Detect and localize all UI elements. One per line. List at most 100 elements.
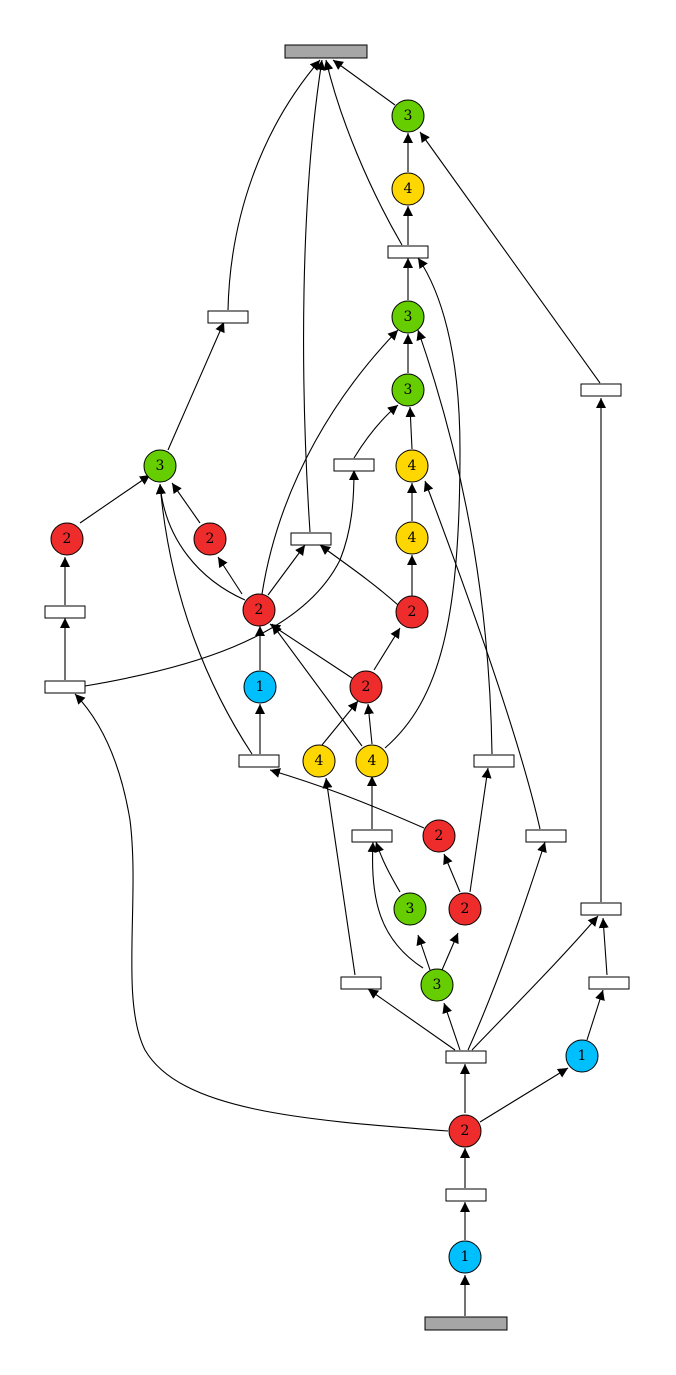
place-p15-label: 4 <box>368 753 377 769</box>
place-p5-circle <box>143 449 177 483</box>
transition-t8 <box>238 754 280 768</box>
place-p9-circle <box>395 521 429 555</box>
edge-p5-to-t1 <box>167 321 225 451</box>
place-p1: 3 <box>391 99 425 133</box>
edge-t13-to-p19 <box>442 1002 461 1051</box>
place-p1-circle <box>391 99 425 133</box>
place-p2-label: 4 <box>404 181 413 197</box>
edge-t8-to-p5 <box>155 483 253 755</box>
place-p20: 1 <box>565 1039 599 1073</box>
transition-t12 <box>340 976 382 990</box>
place-p19: 3 <box>420 968 454 1002</box>
place-p12-label: 1 <box>256 679 265 695</box>
edge-t13-to-t12 <box>367 988 456 1051</box>
place-p13-label: 2 <box>362 679 371 695</box>
place-p14: 4 <box>302 744 336 778</box>
edge-p10-to-t2 <box>267 544 306 596</box>
edge-t11-to-p6 <box>423 480 541 830</box>
edge-p19-to-p18 <box>441 932 459 971</box>
place-p16-circle <box>422 819 456 853</box>
edge-p15-to-p10 <box>271 623 363 747</box>
transition-t14 <box>588 976 630 990</box>
place-p11-circle <box>395 595 429 629</box>
place-p15: 4 <box>355 744 389 778</box>
place-p3: 3 <box>391 300 425 334</box>
edge-t9-to-p3 <box>416 329 493 755</box>
place-p18-circle <box>448 892 482 926</box>
place-p6-label: 4 <box>408 458 417 474</box>
edge-t14-to-t15 <box>598 917 609 976</box>
place-p17-circle <box>393 892 427 926</box>
place-p9-label: 4 <box>408 530 417 546</box>
place-p16-label: 2 <box>435 828 444 844</box>
place-p11-label: 2 <box>408 604 417 620</box>
place-p11: 2 <box>395 595 429 629</box>
edge-t1-to-top <box>227 59 321 311</box>
place-p21: 2 <box>448 1114 482 1148</box>
transition-t11 <box>525 829 567 843</box>
place-p20-label: 1 <box>578 1048 587 1064</box>
transition-t13 <box>445 1050 487 1064</box>
edge-p14-to-p13 <box>321 700 359 746</box>
place-p22: 1 <box>448 1240 482 1274</box>
edge-p8-to-p5 <box>171 482 201 524</box>
place-p8-label: 2 <box>206 531 215 547</box>
bottom-terminal <box>424 1316 508 1331</box>
place-p10-label: 2 <box>255 602 264 618</box>
edge-p21-to-p20 <box>479 1067 569 1123</box>
edge-p10-to-p3 <box>261 329 399 595</box>
place-p10: 2 <box>242 593 276 627</box>
edge-p11-to-t2 <box>319 544 399 606</box>
place-p13: 2 <box>349 670 383 704</box>
place-p2-circle <box>391 172 425 206</box>
place-p16: 2 <box>422 819 456 853</box>
edge-p13-to-p10 <box>269 623 353 679</box>
place-p7: 2 <box>50 522 84 556</box>
edge-p20-to-t14 <box>586 989 605 1041</box>
edge-p16-to-t8 <box>269 768 425 829</box>
transition-t15 <box>580 902 622 916</box>
edge-t7-to-p1 <box>419 131 601 384</box>
place-p12: 1 <box>243 670 277 704</box>
edge-p10-to-p8 <box>217 556 243 595</box>
transition-t6 <box>44 680 86 694</box>
place-p1-label: 3 <box>404 108 413 124</box>
edges <box>60 59 609 1316</box>
transition-t5 <box>44 605 86 619</box>
edge-p15-to-p13 <box>364 703 374 745</box>
place-p17-label: 3 <box>406 901 415 917</box>
place-p22-circle <box>448 1240 482 1274</box>
transition-t2 <box>290 532 332 546</box>
place-p4: 3 <box>391 373 425 407</box>
transitions <box>44 245 630 1202</box>
place-p4-circle <box>391 373 425 407</box>
place-p14-circle <box>302 744 336 778</box>
edge-p18-to-t9 <box>469 767 492 893</box>
place-p12-circle <box>243 670 277 704</box>
place-p3-circle <box>391 300 425 334</box>
transition-t16 <box>445 1188 487 1202</box>
edge-p18-to-p16 <box>443 853 461 893</box>
place-p18-label: 2 <box>461 901 470 917</box>
place-p21-label: 2 <box>461 1123 470 1139</box>
edge-p7-to-p5 <box>79 474 151 524</box>
place-p8: 2 <box>193 522 227 556</box>
edge-t13-to-t11 <box>467 841 547 1051</box>
place-p4-label: 3 <box>404 382 413 398</box>
transition-t1 <box>207 310 249 324</box>
place-p6: 4 <box>395 449 429 483</box>
place-p9: 4 <box>395 521 429 555</box>
transition-t3 <box>387 245 429 259</box>
edge-p6-to-p4 <box>405 406 416 450</box>
edge-t3-to-top <box>323 59 403 246</box>
top-terminal <box>284 44 368 59</box>
edge-p19-to-t10 <box>367 841 424 969</box>
place-p22-label: 1 <box>461 1249 470 1265</box>
place-p10-circle <box>242 593 276 627</box>
place-p20-circle <box>565 1039 599 1073</box>
place-p21-circle <box>448 1114 482 1148</box>
edge-t2-to-top <box>303 59 326 533</box>
place-p2: 4 <box>391 172 425 206</box>
place-p6-circle <box>395 449 429 483</box>
transition-t10 <box>351 829 393 843</box>
